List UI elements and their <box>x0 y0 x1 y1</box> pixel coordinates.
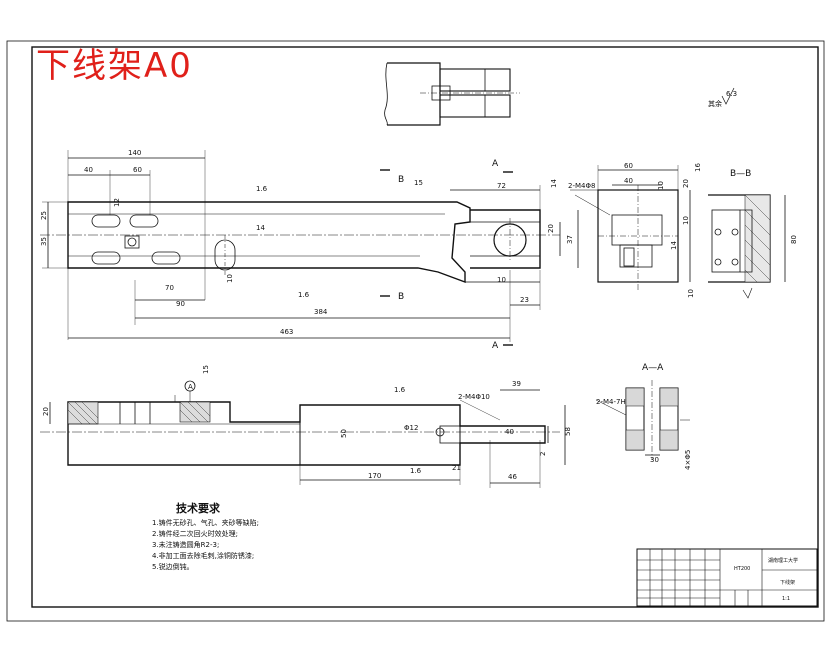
top-detail-view <box>384 62 520 126</box>
svg-text:39: 39 <box>512 380 521 388</box>
svg-text:46: 46 <box>508 473 517 481</box>
svg-text:90: 90 <box>176 300 185 308</box>
svg-text:14: 14 <box>550 179 558 188</box>
title-block <box>636 548 818 607</box>
svg-text:Φ12: Φ12 <box>404 424 418 432</box>
svg-text:10: 10 <box>687 289 695 298</box>
svg-text:14: 14 <box>670 241 678 250</box>
svg-text:40: 40 <box>84 166 93 174</box>
svg-text:70: 70 <box>165 284 174 292</box>
svg-text:23: 23 <box>520 296 529 304</box>
section-b-b-dims: B—B 80 <box>730 169 798 244</box>
tech-requirement-item: 1.铸件无砂孔、气孔、夹砂等缺陷; <box>152 519 260 527</box>
svg-text:10: 10 <box>226 274 234 283</box>
svg-text:80: 80 <box>790 235 798 244</box>
svg-text:20: 20 <box>547 224 555 233</box>
drawing-title: 下线架A0 <box>36 46 193 86</box>
svg-text:20: 20 <box>42 407 50 416</box>
svg-text:2-M4-7H: 2-M4-7H <box>596 398 626 406</box>
svg-text:湖南理工大学: 湖南理工大学 <box>768 557 798 564</box>
svg-text:10: 10 <box>497 276 506 284</box>
title-block-text: 湖南理工大学 下线架 HT200 1:1 <box>734 557 798 602</box>
svg-text:其余: 其余 <box>708 99 722 108</box>
svg-text:60: 60 <box>133 166 142 174</box>
svg-text:35: 35 <box>40 237 48 246</box>
svg-text:384: 384 <box>314 308 328 316</box>
svg-text:A: A <box>492 159 499 169</box>
svg-text:50: 50 <box>340 429 348 438</box>
inner-frame <box>31 46 819 608</box>
roughness-symbol: 其余 6.3 <box>708 87 737 108</box>
svg-text:2-M4Φ8: 2-M4Φ8 <box>568 182 595 190</box>
svg-text:72: 72 <box>497 182 506 190</box>
svg-text:1.6: 1.6 <box>298 291 310 299</box>
tech-requirement-item: 4.非加工面去除毛刺,涂铜防锈漆; <box>152 552 255 560</box>
svg-text:58: 58 <box>564 427 572 436</box>
svg-text:A—A: A—A <box>642 363 664 373</box>
section-b-b <box>708 194 786 299</box>
svg-text:2-M4Φ10: 2-M4Φ10 <box>458 393 490 401</box>
side-dimensions: 60 40 10 20 16 10 14 10 <box>624 162 702 298</box>
tech-requirement-item: 3.未注铸造圆角R2-3; <box>152 541 220 549</box>
svg-text:12: 12 <box>113 198 121 207</box>
svg-text:170: 170 <box>368 472 381 480</box>
section-a-a-dims: A—A 2-M4-7H 4×Φ5 30 <box>596 363 692 470</box>
tech-requirement-item: 2.铸件经二次回火时效处理; <box>152 530 239 538</box>
svg-text:60: 60 <box>624 162 633 170</box>
svg-text:463: 463 <box>280 328 293 336</box>
svg-text:1.6: 1.6 <box>394 386 406 394</box>
svg-text:B: B <box>398 292 404 302</box>
svg-text:HT200: HT200 <box>734 566 750 572</box>
section-a-a <box>595 380 690 460</box>
svg-text:B—B: B—B <box>730 169 751 179</box>
svg-text:30: 30 <box>650 456 659 464</box>
svg-text:下线架: 下线架 <box>780 579 795 586</box>
svg-text:1.6: 1.6 <box>256 185 268 193</box>
svg-text:40: 40 <box>624 177 633 185</box>
plan-dimensions: 140 40 60 12 14 15 72 14 20 37 10 70 10 … <box>40 149 595 351</box>
svg-text:37: 37 <box>566 235 574 244</box>
svg-text:15: 15 <box>202 365 210 374</box>
tech-requirement-item: 5.锐边倒钝。 <box>152 563 194 571</box>
svg-text:20: 20 <box>682 179 690 188</box>
tech-requirements-heading: 技术要求 <box>176 502 220 515</box>
svg-text:14: 14 <box>256 224 265 232</box>
svg-text:1.6: 1.6 <box>410 467 422 475</box>
svg-text:10: 10 <box>682 216 690 225</box>
front-dimensions: 15 20 A 1.6 2-M4Φ10 39 50 Φ12 40 58 2 17… <box>42 365 572 481</box>
plan-view <box>40 150 611 346</box>
tech-requirements-list: 1.铸件无砂孔、气孔、夹砂等缺陷; 2.铸件经二次回火时效处理; 3.未注铸造圆… <box>152 518 259 573</box>
side-view <box>597 165 691 290</box>
svg-text:25: 25 <box>40 211 48 220</box>
svg-text:15: 15 <box>414 179 423 187</box>
svg-text:21: 21 <box>452 464 461 472</box>
svg-text:10: 10 <box>657 181 665 190</box>
svg-text:1:1: 1:1 <box>782 596 790 602</box>
svg-text:B: B <box>398 175 404 185</box>
svg-text:16: 16 <box>694 163 702 172</box>
svg-text:2: 2 <box>539 452 547 456</box>
front-view <box>40 380 566 488</box>
svg-text:4×Φ5: 4×Φ5 <box>684 450 692 470</box>
svg-text:A: A <box>188 383 193 391</box>
outer-frame <box>6 40 825 622</box>
svg-text:140: 140 <box>128 149 141 157</box>
svg-text:6.3: 6.3 <box>726 90 737 98</box>
svg-text:A: A <box>492 341 499 351</box>
svg-text:40: 40 <box>505 428 514 436</box>
